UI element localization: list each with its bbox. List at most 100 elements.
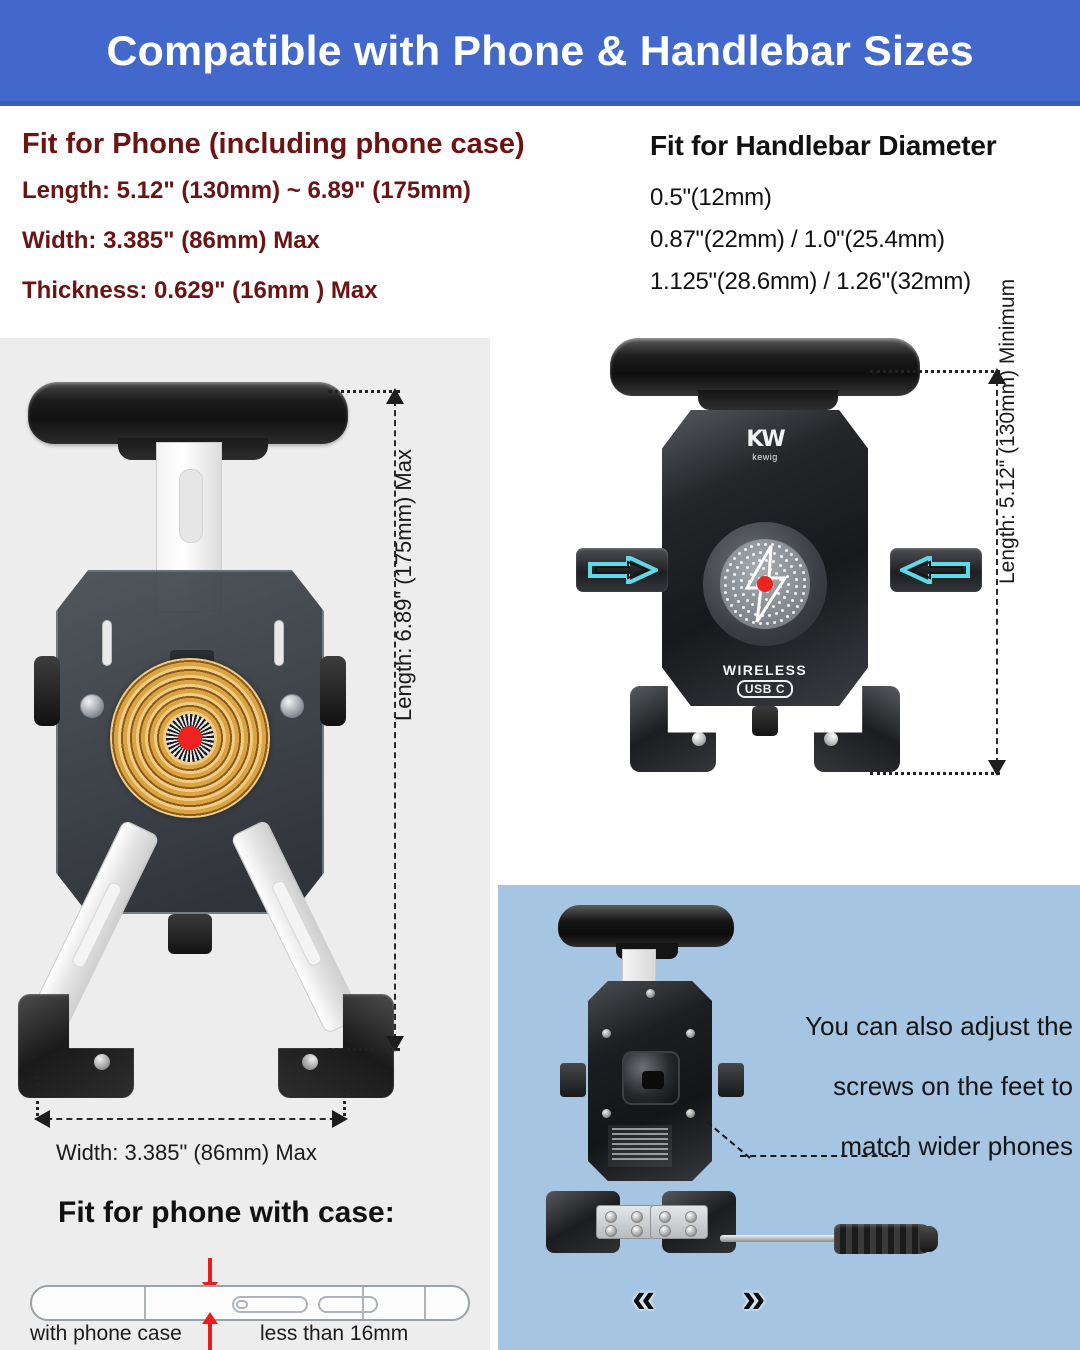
body-slot-right bbox=[274, 620, 284, 666]
mount-top-clamp bbox=[28, 382, 348, 460]
adjust-screw-l3 bbox=[631, 1211, 643, 1223]
mount-base-connector bbox=[168, 914, 212, 954]
phone-spec-thickness: Thickness: 0.629" (16mm ) Max bbox=[22, 277, 378, 304]
right-extension-bottom bbox=[870, 772, 1000, 775]
wireless-charge-pad bbox=[720, 539, 810, 629]
screwdriver-icon bbox=[720, 1223, 940, 1254]
product-grip-arm-left bbox=[576, 548, 668, 592]
adjust-screw-r1 bbox=[659, 1211, 671, 1223]
adjust-screw-plate-left bbox=[596, 1205, 654, 1239]
rear-hole-top bbox=[646, 989, 655, 998]
arrowhead-down-icon bbox=[386, 1036, 404, 1052]
page-title: Compatible with Phone & Handlebar Sizes bbox=[106, 26, 974, 74]
mount-rear-illustration: « » bbox=[546, 905, 938, 1319]
phone-side-profile bbox=[30, 1285, 470, 1321]
right-extension-top bbox=[870, 370, 1000, 373]
screwdriver-handle bbox=[834, 1224, 934, 1254]
profile-divider-2 bbox=[362, 1287, 364, 1319]
rear-hole-4 bbox=[686, 1109, 695, 1118]
length-dimension-label: Length: 6.89" (175mm) Max bbox=[391, 449, 416, 721]
right-arrowhead-down-icon bbox=[988, 760, 1006, 776]
logo-monogram: KW bbox=[746, 426, 785, 452]
arrowhead-right-icon bbox=[332, 1110, 348, 1128]
dimension-dashed-line bbox=[394, 390, 396, 1050]
rear-spec-label bbox=[608, 1125, 672, 1167]
screw-adjust-panel: « » You can also adjust the screws on th… bbox=[498, 885, 1080, 1350]
phone-spec-block: Fit for Phone (including phone case) Len… bbox=[22, 128, 622, 327]
product-foot-screw-r2 bbox=[824, 732, 838, 746]
width-extension-right bbox=[343, 1076, 346, 1116]
adjust-screw-r4 bbox=[685, 1225, 697, 1237]
rear-hole-2 bbox=[686, 1029, 695, 1038]
extension-line-top bbox=[328, 390, 400, 393]
case-note-left: with phone case bbox=[30, 1322, 182, 1345]
adjust-screw-l4 bbox=[631, 1225, 643, 1237]
width-dimension-label: Width: 3.385" (86mm) Max bbox=[56, 1140, 317, 1165]
rear-top-clamp bbox=[558, 905, 734, 959]
left-illustration-panel: Length: 6.89" (175mm) Max Width: 3.385" … bbox=[0, 338, 490, 1350]
adjust-screw-r3 bbox=[685, 1211, 697, 1223]
mount-front-illustration: KW kewig WIRELESS USB C bbox=[576, 338, 982, 838]
width-extension-left bbox=[36, 1076, 39, 1116]
wireless-charge-ring bbox=[703, 522, 827, 646]
arrow-left-glow-icon bbox=[897, 553, 970, 587]
handlebar-size-3: 1.125"(28.6mm) / 1.26"(32mm) bbox=[650, 268, 971, 295]
body-screw-left bbox=[80, 694, 104, 718]
rear-hole-3 bbox=[602, 1109, 611, 1118]
rear-hole-1 bbox=[602, 1029, 611, 1038]
right-dimension-dashed-line bbox=[996, 370, 998, 774]
badge-usbc-label: USB C bbox=[736, 680, 794, 698]
profile-camera-bump bbox=[232, 1296, 308, 1313]
phone-spec-width: Width: 3.385" (86mm) Max bbox=[22, 227, 320, 254]
product-top-clamp bbox=[610, 338, 920, 410]
chevron-right-icon: » bbox=[742, 1274, 766, 1321]
adjust-screw-plate-right bbox=[650, 1205, 708, 1239]
side-grip-right bbox=[320, 656, 346, 726]
screwdriver-shaft bbox=[720, 1235, 838, 1242]
adjust-note-line-3: match wider phones bbox=[840, 1131, 1073, 1161]
adjust-note-line-1: You can also adjust the bbox=[805, 1011, 1073, 1041]
foot-screw-left-lower bbox=[94, 1054, 110, 1070]
arrow-right-glow-icon bbox=[588, 553, 661, 587]
coil-center-dot-icon bbox=[178, 726, 202, 750]
phone-spec-heading: Fit for Phone (including phone case) bbox=[22, 128, 525, 160]
profile-divider-1 bbox=[144, 1287, 146, 1319]
product-foot-screw-r1 bbox=[838, 706, 852, 720]
chevron-left-icon: « bbox=[632, 1274, 656, 1321]
screwdriver-cap bbox=[920, 1226, 938, 1252]
handlebar-size-2: 0.87"(22mm) / 1.0"(25.4mm) bbox=[650, 226, 945, 253]
minimum-length-label: Length: 5.12" (130mm) Minimum bbox=[996, 278, 1019, 584]
right-arrowhead-up-icon bbox=[988, 368, 1006, 384]
rear-side-grip-left bbox=[560, 1063, 586, 1097]
product-foot-screw-l1 bbox=[678, 706, 692, 720]
adjust-note-text: You can also adjust the screws on the fe… bbox=[748, 1013, 1073, 1193]
foot-screw-left-upper bbox=[74, 1020, 90, 1036]
case-fit-heading: Fit for phone with case: bbox=[58, 1196, 395, 1229]
adjust-note-line-2: screws on the feet to bbox=[833, 1071, 1073, 1101]
handlebar-spec-heading: Fit for Handlebar Diameter bbox=[650, 130, 997, 161]
charge-center-dot-icon bbox=[757, 576, 773, 592]
profile-camera-bump-2 bbox=[318, 1296, 378, 1313]
badge-wireless-label: WIRELESS bbox=[722, 662, 808, 678]
product-bottom-plug bbox=[752, 706, 778, 736]
side-grip-left bbox=[34, 656, 60, 726]
extension-line-bottom bbox=[328, 1048, 400, 1051]
wireless-charging-coil bbox=[110, 658, 270, 818]
rear-side-grip-right bbox=[718, 1063, 744, 1097]
handlebar-spec-block: Fit for Handlebar Diameter 0.5"(12mm) 0.… bbox=[650, 130, 1070, 310]
product-foot-screw-l2 bbox=[692, 732, 706, 746]
adjust-screw-l2 bbox=[605, 1225, 617, 1237]
arrowhead-left-icon bbox=[34, 1110, 50, 1128]
body-screw-right bbox=[280, 694, 304, 718]
profile-lens-icon bbox=[236, 1300, 248, 1309]
rear-neck bbox=[622, 949, 656, 983]
arrowhead-up-icon bbox=[386, 388, 404, 404]
logo-brand-text: kewig bbox=[752, 451, 778, 462]
phone-spec-length: Length: 5.12" (130mm) ~ 6.89" (175mm) bbox=[22, 177, 471, 204]
handlebar-size-1: 0.5"(12mm) bbox=[650, 184, 772, 211]
port-badge: WIRELESS USB C bbox=[705, 662, 825, 698]
case-note-right: less than 16mm bbox=[260, 1322, 409, 1345]
product-body: KW kewig WIRELESS USB C bbox=[662, 410, 868, 706]
phone-mount-xray-illustration bbox=[10, 358, 370, 1138]
brand-logo: KW kewig bbox=[725, 426, 805, 464]
